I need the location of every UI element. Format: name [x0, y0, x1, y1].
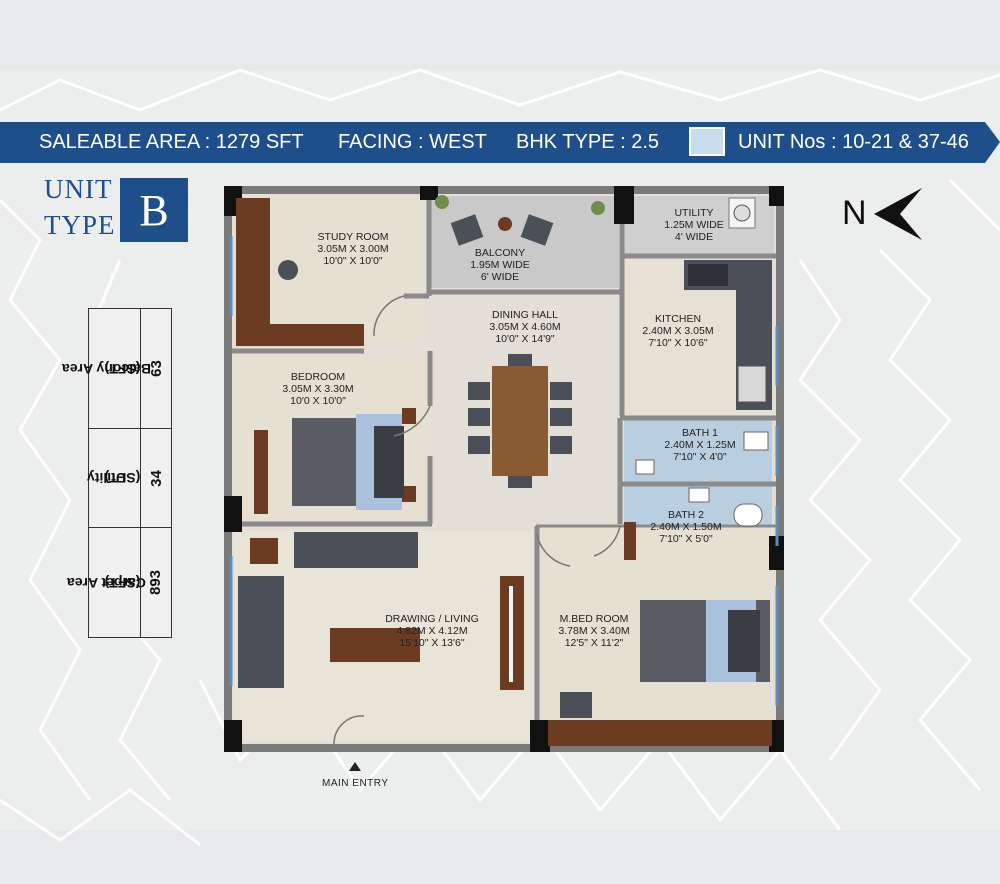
entry-arrow-icon — [349, 762, 361, 771]
unit-color-swatch — [689, 127, 725, 156]
area-row-carpet: Carpet Area(SFT) 893 — [66, 528, 171, 637]
info-banner: SALEABLE AREA : 1279 SFT FACING : WEST B… — [0, 122, 1000, 163]
floor-plan — [224, 186, 784, 752]
area-table: Balcony Area(SFT) 63 Utility(SFT) 34 Car… — [61, 308, 172, 638]
area-row-utility: Utility(SFT) 34 — [86, 429, 171, 528]
area-label: Carpet Area(SFT) — [66, 574, 146, 591]
area-row-balcony: Balcony Area(SFT) 63 — [61, 309, 171, 429]
area-value: 893 — [147, 569, 165, 596]
unit-type-line2: TYPE — [44, 210, 116, 240]
main-entry-label: MAIN ENTRY — [322, 778, 389, 789]
facing: FACING : WEST — [338, 131, 487, 153]
unit-type-letter: B — [120, 178, 188, 242]
north-arrow-icon — [874, 188, 922, 240]
area-value: 34 — [147, 469, 165, 487]
unit-type-badge: UNIT TYPE B — [40, 172, 190, 244]
saleable-area: SALEABLE AREA : 1279 SFT — [39, 131, 304, 153]
bhk-type: BHK TYPE : 2.5 — [516, 131, 660, 153]
north-indicator: N — [842, 186, 932, 242]
area-value: 63 — [147, 360, 165, 377]
area-label: Utility(SFT) — [86, 470, 140, 486]
area-label: Balcony Area(SFT) — [61, 360, 151, 377]
banner-bar — [0, 122, 1000, 163]
unit-type-line1: UNIT — [44, 174, 113, 204]
unit-numbers: UNIT Nos : 10-21 & 37-46 — [738, 131, 969, 153]
north-label: N — [842, 194, 867, 232]
